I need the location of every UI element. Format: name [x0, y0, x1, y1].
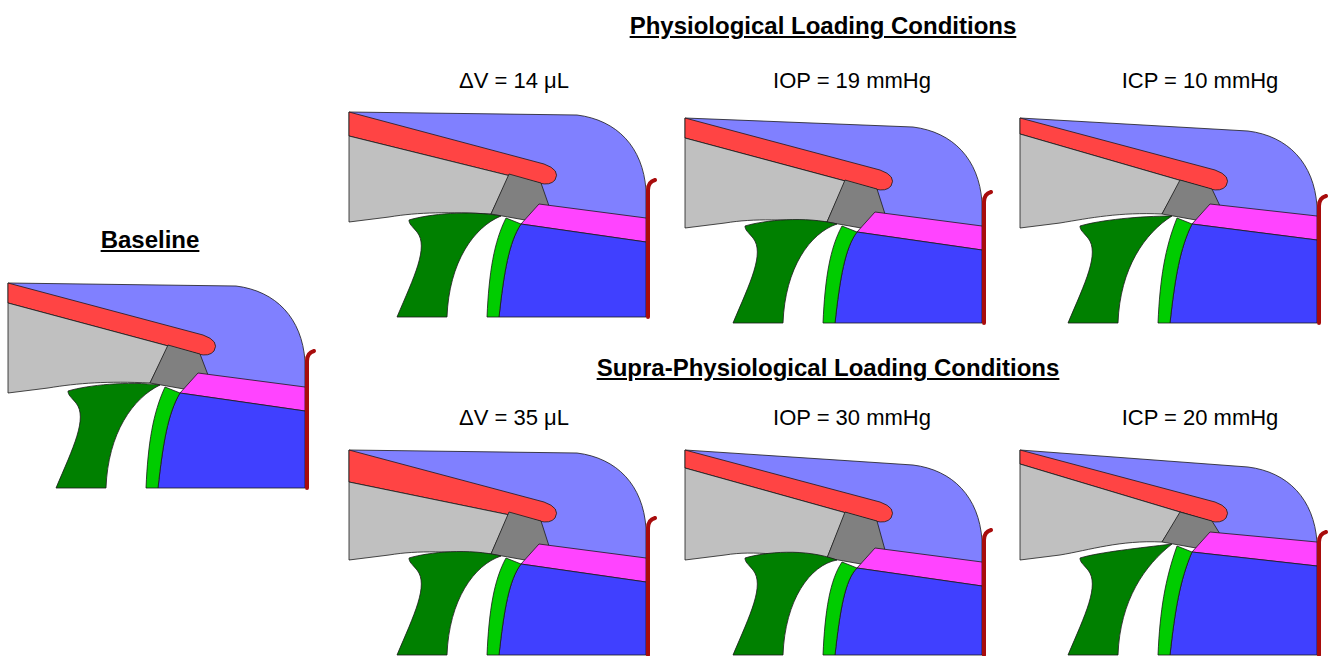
condition-label: ΔV = 14 μL	[459, 68, 569, 94]
condition-label: IOP = 19 mmHg	[773, 68, 931, 94]
optic-nerve-sheath	[1068, 216, 1172, 323]
condition-label: ΔV = 35 μL	[459, 405, 569, 431]
retrolaminar-region	[835, 568, 982, 655]
section-heading: Physiological Loading Conditions	[630, 12, 1017, 40]
condition-label: IOP = 30 mmHg	[773, 405, 931, 431]
retrolaminar-region	[499, 564, 646, 655]
model-panel	[685, 118, 991, 323]
retrolaminar-region	[158, 393, 305, 488]
retrolaminar-region	[1170, 224, 1317, 323]
pia-strip	[1158, 218, 1192, 323]
model-panel	[8, 283, 314, 488]
retrolaminar-region	[499, 224, 646, 317]
pia-strip	[823, 562, 857, 655]
dura-line	[1319, 532, 1326, 655]
dura-line	[648, 180, 655, 317]
pia-strip	[1158, 546, 1192, 655]
retrolaminar-region	[835, 232, 982, 323]
optic-nerve-sheath	[56, 383, 160, 488]
model-panel	[349, 450, 655, 655]
section-heading: Supra-Physiological Loading Conditions	[597, 354, 1060, 382]
dura-line	[984, 530, 991, 655]
model-panel	[349, 112, 655, 317]
dura-line	[1319, 196, 1326, 323]
model-panel	[1020, 450, 1326, 655]
pia-strip	[487, 218, 521, 317]
section-heading: Baseline	[101, 226, 200, 254]
dura-line	[307, 351, 314, 488]
optic-nerve-sheath	[397, 213, 501, 317]
pia-strip	[487, 558, 521, 655]
optic-nerve-sheath	[733, 552, 837, 655]
condition-label: ICP = 10 mmHg	[1122, 68, 1279, 94]
optic-nerve-sheath	[1068, 544, 1172, 655]
condition-label: ICP = 20 mmHg	[1122, 405, 1279, 431]
model-panel	[1020, 118, 1326, 323]
optic-nerve-sheath	[397, 552, 501, 655]
dura-line	[648, 518, 655, 655]
retrolaminar-region	[1170, 552, 1317, 655]
optic-nerve-sheath	[733, 220, 837, 323]
pia-strip	[823, 226, 857, 323]
model-panel	[685, 450, 991, 655]
dura-line	[984, 192, 991, 323]
pia-strip	[146, 387, 180, 488]
